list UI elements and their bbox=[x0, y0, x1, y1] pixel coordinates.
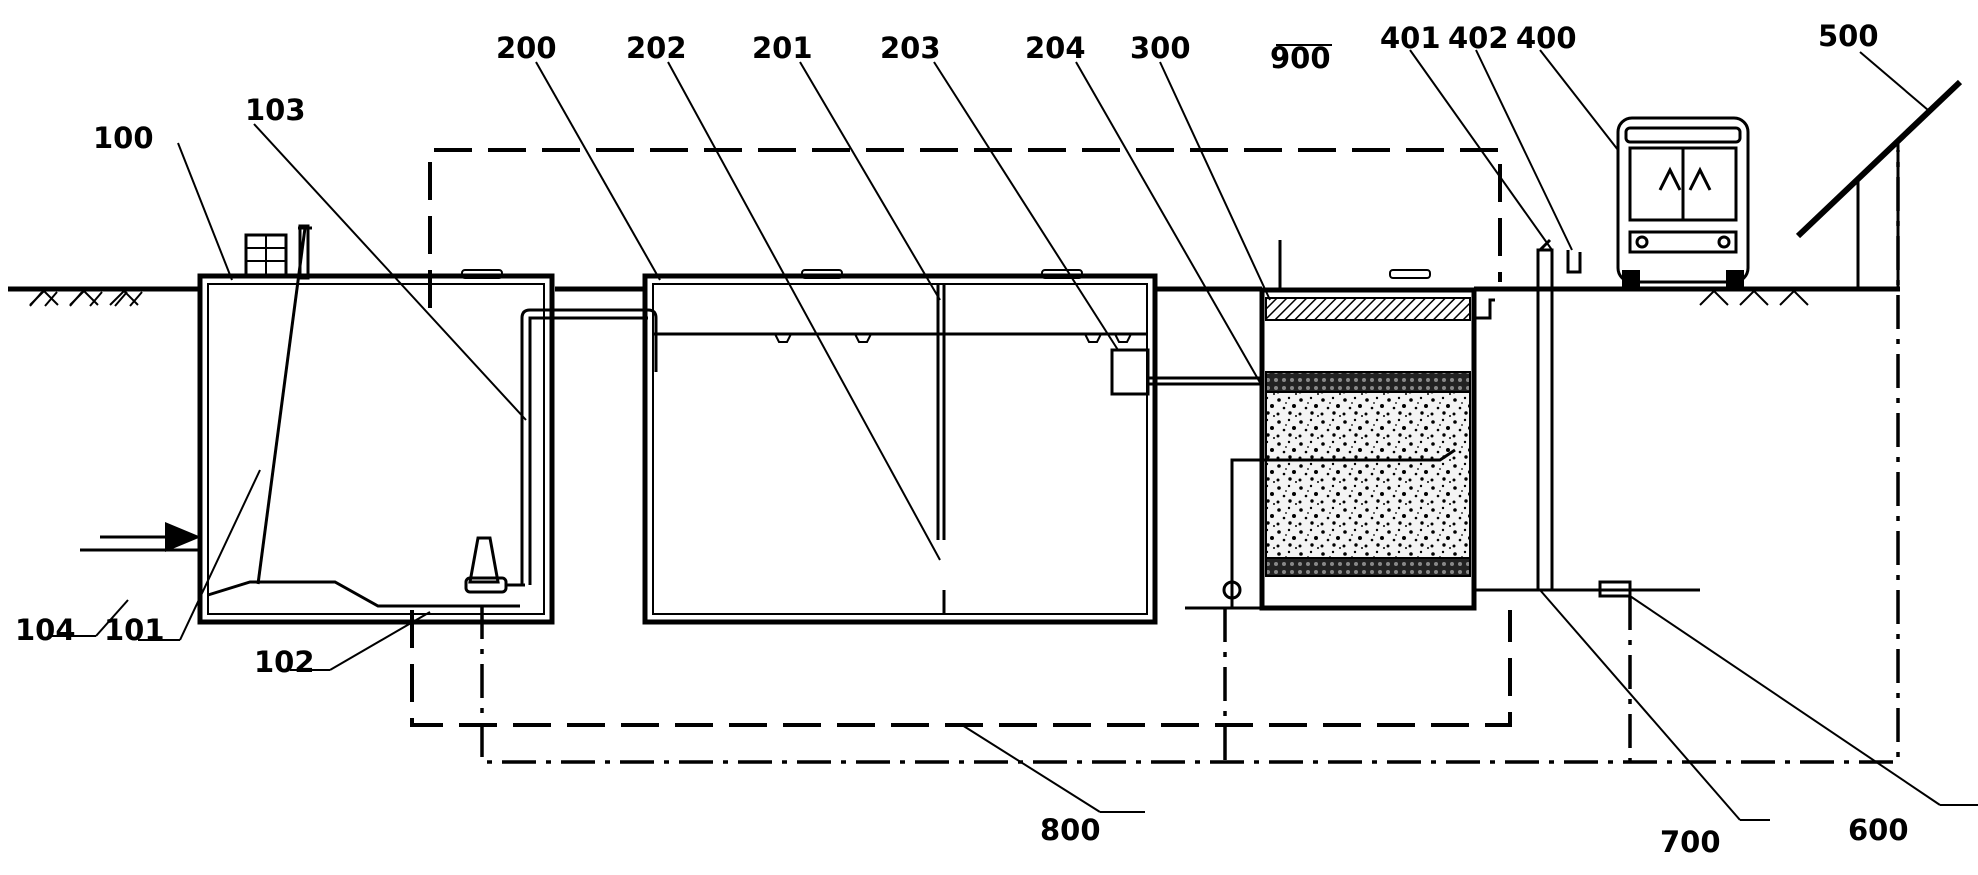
label-402: 402 bbox=[1448, 21, 1509, 55]
label-102: 102 bbox=[254, 645, 315, 679]
tank-200 bbox=[461, 269, 1431, 625]
solar-panel-icon bbox=[1795, 79, 1963, 289]
label-401: 401 bbox=[1380, 21, 1441, 55]
label-202: 202 bbox=[626, 31, 687, 65]
label-200: 200 bbox=[496, 31, 557, 65]
label-203: 203 bbox=[880, 31, 941, 65]
label-100: 100 bbox=[93, 121, 154, 155]
label-101: 101 bbox=[104, 613, 165, 647]
label-700: 700 bbox=[1660, 825, 1721, 859]
ground-line bbox=[8, 286, 1900, 307]
label-104: 104 bbox=[15, 613, 76, 647]
label-800: 800 bbox=[1040, 813, 1101, 847]
label-400: 400 bbox=[1516, 21, 1577, 55]
filter-column-300 bbox=[1185, 240, 1495, 611]
submersible-pump-icon bbox=[464, 536, 525, 594]
label-201: 201 bbox=[752, 31, 813, 65]
label-group: 100 103 104 101 102 200 202 201 203 204 … bbox=[15, 19, 1909, 859]
label-103: 103 bbox=[245, 93, 306, 127]
line-900-dashed bbox=[410, 148, 1512, 727]
line-800-dashdot bbox=[480, 150, 1900, 764]
outlet-401-402 bbox=[1474, 238, 1700, 598]
label-204: 204 bbox=[1025, 31, 1086, 65]
label-500: 500 bbox=[1818, 19, 1879, 53]
leader-lines bbox=[50, 44, 1978, 821]
label-600: 600 bbox=[1848, 813, 1909, 847]
label-900: 900 bbox=[1270, 41, 1331, 75]
label-300: 300 bbox=[1130, 31, 1191, 65]
control-cabinet-icon bbox=[244, 233, 288, 277]
tank-100 bbox=[80, 224, 658, 625]
bus-icon bbox=[1616, 116, 1750, 288]
